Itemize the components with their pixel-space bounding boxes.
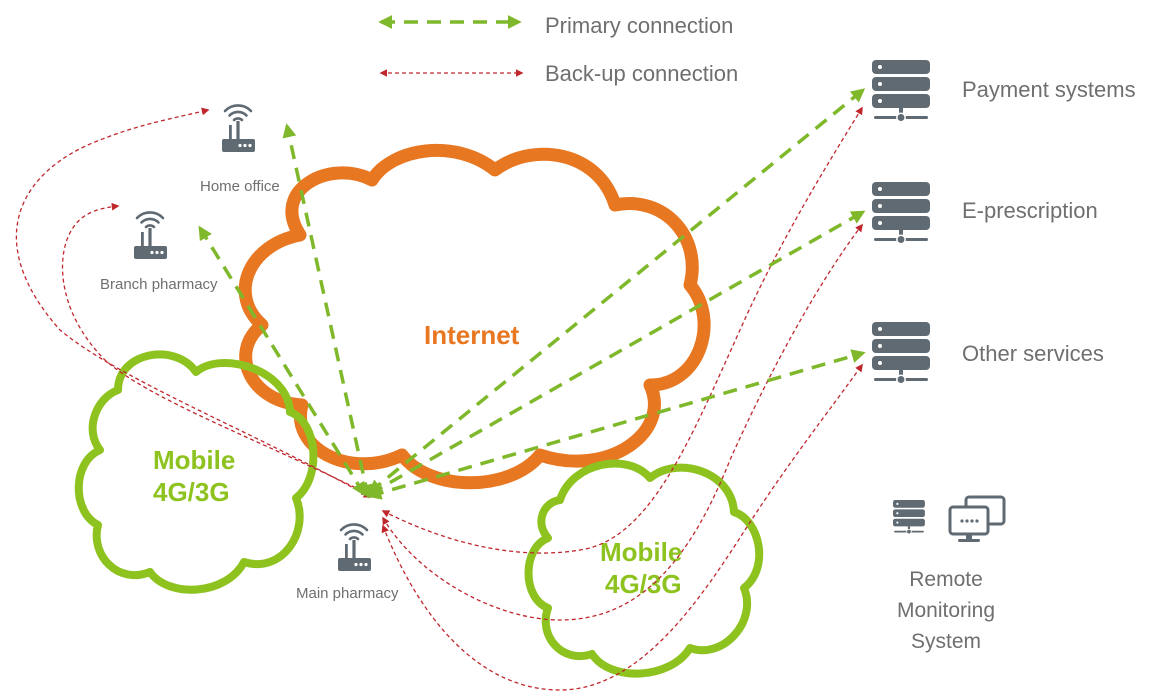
other-services-server-icon: [871, 321, 931, 385]
branch-pharmacy-node: Branch pharmacy: [100, 211, 218, 293]
primary-line-payment: [367, 88, 866, 494]
payment-server-icon: [871, 59, 931, 123]
primary-line-other: [367, 349, 866, 500]
monitoring-label-line3: System: [911, 630, 981, 653]
monitoring-screens-icon: [948, 495, 1006, 542]
payment-systems-node: Payment systems: [871, 59, 1136, 123]
mobile-cloud-left: Mobile 4G/3G: [74, 350, 318, 594]
legend: Primary connection Back-up connection: [378, 13, 738, 86]
mobile-cloud-right: Mobile 4G/3G: [524, 459, 764, 678]
backup-line-other: [381, 363, 863, 691]
internet-cloud-label: Internet: [424, 320, 520, 350]
remote-monitoring-node: Remote Monitoring System: [892, 495, 1006, 653]
primary-connections: [198, 88, 866, 500]
other-services-node: Other services: [871, 321, 1104, 385]
mobile-right-line1: Mobile: [600, 537, 682, 567]
eprescription-node: E-prescription: [871, 181, 1098, 245]
branch-router-icon: [132, 211, 169, 261]
primary-line-branch: [198, 225, 366, 497]
branch-pharmacy-label: Branch pharmacy: [100, 276, 218, 293]
payment-systems-label: Payment systems: [962, 77, 1136, 102]
legend-backup-label: Back-up connection: [545, 61, 738, 86]
home-office-label: Home office: [200, 178, 280, 195]
legend-primary-label: Primary connection: [545, 13, 733, 38]
mobile-right-line2: 4G/3G: [605, 569, 682, 599]
backup-line-eprescription: [382, 223, 863, 621]
mobile-left-line1: Mobile: [153, 445, 235, 475]
home-office-router-icon: [220, 104, 257, 154]
monitoring-label-line1: Remote: [909, 568, 983, 591]
main-pharmacy-router-icon: [336, 523, 373, 573]
eprescription-label: E-prescription: [962, 198, 1098, 223]
mobile-left-line2: 4G/3G: [153, 477, 230, 507]
main-pharmacy-label: Main pharmacy: [296, 585, 399, 602]
other-services-label: Other services: [962, 341, 1104, 366]
monitoring-label-line2: Monitoring: [897, 599, 995, 622]
main-pharmacy-node: Main pharmacy: [296, 523, 399, 602]
monitoring-server-icon: [892, 499, 926, 535]
primary-line-home-office: [282, 123, 373, 499]
eprescription-server-icon: [871, 181, 931, 245]
backup-line-home-office: [15, 107, 372, 498]
home-office-node: Home office: [200, 104, 280, 195]
